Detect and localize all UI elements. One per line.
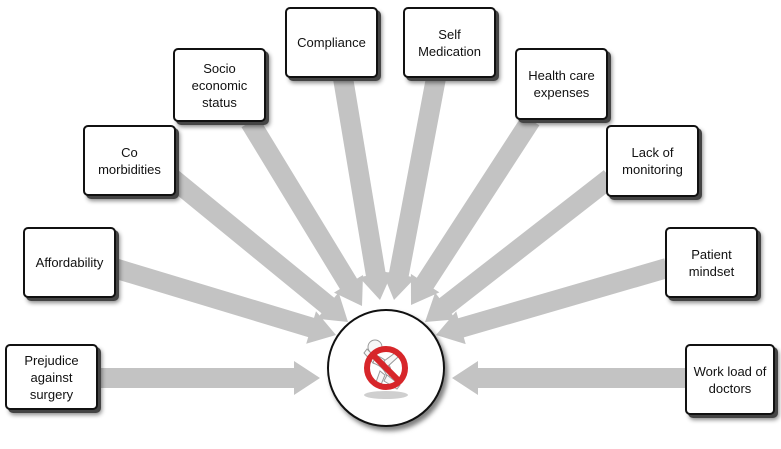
factor-label: Compliance: [297, 35, 366, 50]
arrow-comorbidities: [165, 170, 348, 322]
factor-box-socioeconomic: Socio economic status: [173, 48, 266, 122]
factor-label: Co morbidities: [98, 144, 161, 177]
factor-box-health-care-expenses: Health care expenses: [515, 48, 608, 120]
central-hub-circle: [327, 309, 445, 427]
arrow-compliance: [333, 76, 393, 301]
factor-box-affordability: Affordability: [23, 227, 116, 298]
factor-box-work-load: Work load of doctors: [685, 344, 775, 415]
factor-box-lack-of-monitoring: Lack of monitoring: [606, 125, 699, 197]
arrow-work-load: [452, 361, 686, 395]
arrow-socioeconomic: [241, 116, 363, 306]
arrow-affordability: [111, 258, 336, 344]
factor-label: Health care expenses: [528, 68, 595, 100]
factor-label: Prejudice against surgery: [24, 352, 79, 402]
factor-label: Lack of monitoring: [622, 145, 683, 177]
arrow-patient-mindset: [436, 258, 670, 345]
arrow-prejudice: [97, 361, 320, 395]
no-entry-figure-icon: [363, 339, 408, 399]
factor-box-patient-mindset: Patient mindset: [665, 227, 758, 298]
factor-label: Affordability: [35, 255, 104, 270]
arrow-health-care-expenses: [410, 114, 540, 305]
factor-label: Self Medication: [418, 26, 481, 59]
arrow-self-medication: [382, 76, 446, 300]
factor-box-prejudice: Prejudice against surgery: [5, 344, 98, 410]
factor-box-self-medication: Self Medication: [403, 7, 496, 78]
factor-label: Work load of doctors: [693, 363, 767, 396]
factor-label: Patient mindset: [688, 246, 735, 279]
factor-box-compliance: Compliance: [285, 7, 378, 78]
factor-box-comorbidities: Co morbidities: [83, 125, 176, 196]
factor-label: Socio economic status: [191, 60, 248, 110]
arrow-lack-of-monitoring: [425, 170, 617, 322]
prohibition-sign-icon: [364, 346, 408, 390]
